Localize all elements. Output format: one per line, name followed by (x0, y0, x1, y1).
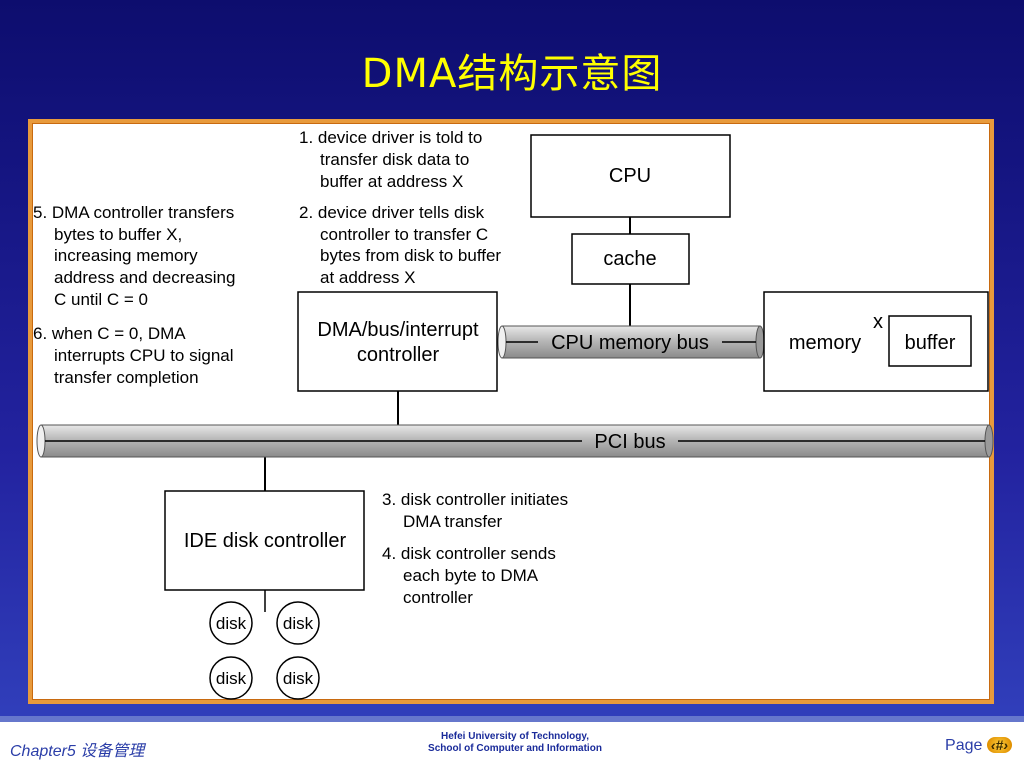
disk-label: disk (283, 669, 314, 688)
step-3-text: 3. disk controller initiates DMA transfe… (382, 490, 568, 531)
step-4-text: 4. disk controller sends each byte to DM… (382, 544, 556, 607)
step-6-line: transfer completion (54, 368, 199, 387)
step-5-line: C until C = 0 (54, 290, 148, 309)
cpu-memory-bus: CPU memory bus (497, 325, 765, 359)
footer-page: Page ‹#› (945, 737, 1012, 755)
footer-divider (0, 716, 1024, 722)
cache-box: cache (571, 233, 690, 285)
step-4-line: 4. disk controller sends (382, 544, 556, 563)
step-2-text: 2. device driver tells disk controller t… (299, 203, 501, 287)
step-6-text: 6. when C = 0, DMA interrupts CPU to sig… (33, 324, 234, 387)
step-3-line: DMA transfer (403, 512, 503, 531)
disk-array: disk disk disk disk (209, 601, 320, 700)
buffer-label: buffer (905, 332, 956, 354)
step-1-text: 1. device driver is told to transfer dis… (299, 128, 482, 191)
dma-controller-label-line2: controller (357, 344, 440, 366)
step-5-text: 5. DMA controller transfers bytes to buf… (33, 203, 235, 309)
cpu-box: CPU (530, 134, 731, 218)
pci-bus: PCI bus (36, 424, 994, 458)
cache-label: cache (603, 248, 656, 270)
step-4-line: each byte to DMA (403, 566, 539, 585)
buffer-box (888, 315, 972, 367)
slide-title: DMA结构示意图 (361, 51, 663, 97)
buffer-address-marker: x (873, 311, 883, 333)
footer-university-line2: School of Computer and Information (428, 743, 602, 754)
step-2-line: 2. device driver tells disk (299, 203, 485, 222)
memory-box: memory x buffer (763, 291, 989, 392)
disk-icon (276, 656, 320, 700)
footer-university-line1: Hefei University of Technology, (441, 731, 589, 742)
footer-university: Hefei University of Technology, School o… (340, 731, 690, 755)
step-4-line: controller (403, 588, 473, 607)
disk-label: disk (216, 669, 247, 688)
disk-label: disk (216, 614, 247, 633)
diagram-canvas (32, 123, 990, 700)
step-2-line: bytes from disk to buffer (320, 246, 501, 265)
ide-controller-box: IDE disk controller (164, 490, 365, 591)
step-1-line: 1. device driver is told to (299, 128, 482, 147)
footer-bar (0, 722, 1024, 768)
disk-icon (276, 601, 320, 645)
dma-controller-label-line1: DMA/bus/interrupt (317, 319, 479, 341)
step-5-line: increasing memory (54, 246, 198, 265)
step-6-line: 6. when C = 0, DMA (33, 324, 186, 343)
step-1-line: buffer at address X (320, 172, 463, 191)
page-number-badge: ‹#› (986, 737, 1012, 753)
diagram-frame (28, 119, 994, 704)
step-5-line: 5. DMA controller transfers (33, 203, 234, 222)
disk-icon (209, 601, 253, 645)
footer-chapter: Chapter5 设备管理 (10, 743, 145, 760)
disk-icon (209, 656, 253, 700)
dma-controller-box: DMA/bus/interrupt controller (297, 291, 498, 392)
step-2-line: at address X (320, 268, 415, 287)
step-5-line: address and decreasing (54, 268, 235, 287)
step-2-line: controller to transfer C (320, 225, 488, 244)
step-5-line: bytes to buffer X, (54, 225, 182, 244)
disk-label: disk (283, 614, 314, 633)
cpu-memory-bus-label: CPU memory bus (551, 332, 709, 354)
step-6-line: interrupts CPU to signal (54, 346, 234, 365)
footer-page-label: Page (945, 737, 983, 754)
step-1-line: transfer disk data to (320, 150, 469, 169)
pci-bus-label: PCI bus (594, 431, 665, 453)
memory-label: memory (789, 332, 861, 354)
cpu-label: CPU (609, 165, 651, 187)
step-3-line: 3. disk controller initiates (382, 490, 568, 509)
ide-controller-label: IDE disk controller (184, 530, 347, 552)
